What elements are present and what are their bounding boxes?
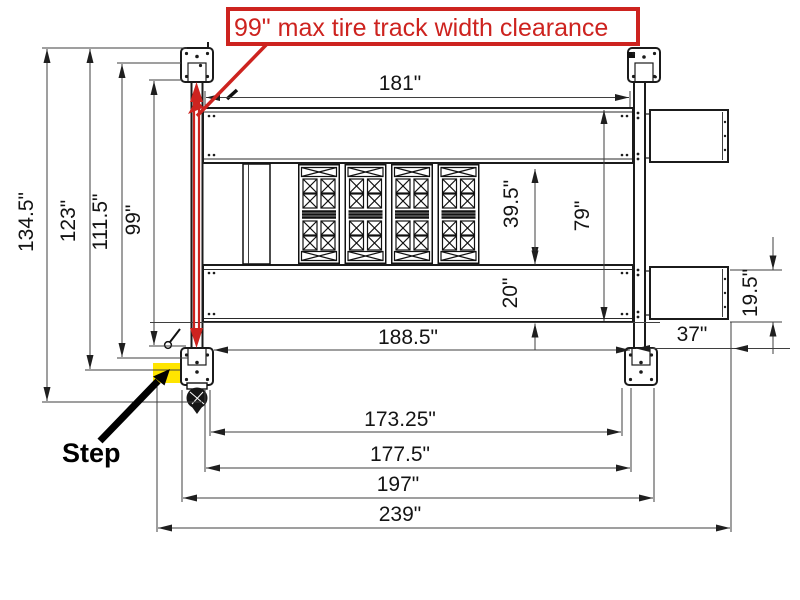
dim-19-5: 19.5" — [739, 237, 777, 354]
dim-label-79: 79" — [571, 201, 594, 232]
dim-label-20: 20" — [499, 278, 522, 309]
callout-leader-line — [195, 42, 269, 118]
dim-label-37: 37" — [677, 323, 708, 346]
post-bottom-right — [624, 347, 658, 386]
post-top-right — [627, 47, 661, 83]
dim-20: 20" — [499, 240, 539, 350]
step-arrowhead — [153, 369, 170, 386]
tread-plates — [299, 165, 479, 264]
dim-37: 37" — [636, 323, 790, 352]
extension-lines — [42, 47, 782, 532]
dim-188-5: 188.5" — [214, 326, 630, 354]
dim-label-123: 123" — [57, 200, 80, 243]
dim-track-clearance: 99" — [122, 81, 158, 345]
step-annotation: Step — [62, 369, 170, 468]
dim-label-197: 197" — [377, 473, 420, 496]
dim-label-188-5: 188.5" — [378, 326, 438, 349]
dim-239: 239" — [158, 503, 730, 532]
dim-79: 79" — [571, 110, 608, 321]
dim-39-5: 39.5" — [500, 169, 539, 261]
step-label: Step — [62, 438, 121, 468]
dim-posts-outside-width: 123" — [57, 49, 94, 369]
power-unit — [186, 382, 208, 414]
callout-label: 99" max tire track width clearance — [234, 14, 608, 42]
ramp-rear-right — [644, 109, 729, 163]
ramp-front-right — [644, 266, 729, 320]
dim-label-177-5: 177.5" — [370, 443, 430, 466]
dim-baseplate-width: 111.5" — [89, 64, 126, 357]
dim-overall-width: 134.5" — [15, 49, 51, 401]
dim-label-99: 99" — [122, 205, 145, 236]
track-width-arrow — [188, 82, 204, 348]
callout-box — [226, 7, 640, 46]
dim-173-25: 173.25" — [211, 408, 621, 436]
callout: 99" max tire track width clearance — [226, 7, 640, 46]
post-top-left — [180, 42, 239, 101]
dim-label-39-5: 39.5" — [500, 180, 523, 228]
dim-181: 181" — [206, 72, 629, 101]
dim-label-173-25: 173.25" — [364, 408, 436, 431]
runway-rear — [202, 107, 634, 164]
lock-release-lever — [163, 328, 181, 350]
dim-label-134-5: 134.5" — [15, 192, 38, 252]
dim-197: 197" — [183, 473, 653, 502]
center-channel — [242, 163, 271, 265]
post-bottom-left — [180, 347, 214, 386]
dim-label-111-5: 111.5" — [89, 194, 112, 251]
dim-label-239: 239" — [379, 503, 422, 526]
dim-177-5: 177.5" — [206, 443, 630, 472]
dim-label-181: 181" — [379, 72, 422, 95]
dim-label-19-5: 19.5" — [739, 269, 762, 317]
crossbeam-right — [633, 82, 646, 348]
runway-front — [202, 264, 634, 323]
